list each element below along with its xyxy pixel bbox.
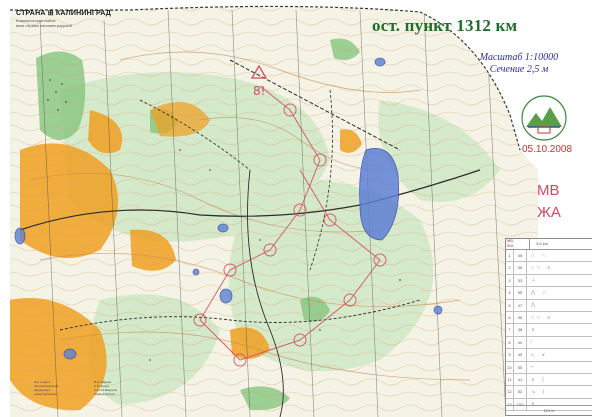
class-code-mv: МВ bbox=[537, 182, 560, 199]
control-code: 33 bbox=[514, 274, 527, 287]
control-number: 8 bbox=[506, 336, 514, 349]
control-symbols: ∨ bbox=[531, 327, 538, 334]
orienteering-club-emblem-icon bbox=[521, 95, 567, 141]
map-title: ост. пункт 1312 км bbox=[372, 16, 518, 35]
point-features bbox=[47, 79, 401, 361]
control-code: 100 bbox=[514, 398, 527, 411]
credits-left: Лес и карта Калининградской федерации ор… bbox=[34, 380, 59, 396]
control-symbols: ⋀ bbox=[531, 302, 539, 309]
event-date: 05.10.2008 bbox=[522, 144, 573, 155]
control-symbols: ○ ∩ bbox=[531, 252, 549, 259]
control-card-header: МВ ЖА 3,6 km bbox=[506, 238, 592, 250]
control-code: 50 bbox=[514, 361, 527, 373]
class-code-zha: ЖА bbox=[537, 204, 561, 221]
control-number: 7 bbox=[506, 324, 514, 336]
control-code: 35 bbox=[514, 311, 527, 324]
control-code: 35 bbox=[514, 262, 527, 274]
control-code: 52 bbox=[514, 386, 527, 398]
control-card-class: МВ ЖА bbox=[506, 238, 530, 249]
control-card-length: 3,6 km bbox=[536, 241, 549, 246]
newspaper-subtitle: Коммерческая газета всея страны калининг… bbox=[16, 18, 72, 28]
course-class-codes: МВ ЖА bbox=[537, 180, 561, 224]
control-code: 47 bbox=[514, 299, 527, 311]
control-symbols: ∘ ∨ bbox=[531, 351, 549, 358]
credits-right: В.Н. Иванов А.В. Зенин Сергей Фёдоров Ан… bbox=[94, 380, 118, 396]
control-symbols: ∨ bbox=[531, 401, 538, 408]
control-card-footer: 110 m bbox=[506, 405, 592, 415]
svg-text:8!: 8! bbox=[253, 84, 265, 98]
control-number: 12 bbox=[506, 386, 514, 398]
control-code: 49 bbox=[514, 349, 527, 361]
control-symbols: ∨ ⟨ bbox=[531, 376, 547, 383]
control-symbols: ↘ ⟨ bbox=[531, 388, 548, 395]
scale-text: Масштаб 1:10000 bbox=[479, 52, 559, 63]
course bbox=[193, 85, 387, 367]
control-symbols: ⊥ bbox=[531, 277, 539, 284]
control-number: 6 bbox=[506, 311, 514, 324]
newspaper-logo: СТРАНА ⊞ КАЛИНИНГРАД bbox=[16, 10, 111, 17]
control-code: 41 bbox=[514, 373, 527, 386]
control-number: 5 bbox=[506, 299, 514, 311]
contour-interval-text: Сечение 2,5 м bbox=[489, 64, 549, 75]
scale-block: Масштаб 1:10000 Сечение 2,5 м bbox=[464, 52, 574, 76]
control-number: 9 bbox=[506, 349, 514, 361]
control-number: 1 bbox=[506, 250, 514, 262]
control-number: 13 bbox=[506, 398, 514, 411]
control-symbols: ∕ bbox=[531, 339, 535, 346]
control-symbols: ○○ ≡ bbox=[531, 265, 554, 272]
control-number: 11 bbox=[506, 373, 514, 386]
control-code: 38 bbox=[514, 324, 527, 336]
water-features bbox=[14, 57, 443, 360]
tracks bbox=[19, 59, 481, 417]
map-credits: Лес и карта Калининградской федерации ор… bbox=[34, 380, 156, 412]
map-boundary bbox=[10, 5, 521, 151]
control-code: 40 bbox=[514, 336, 527, 349]
start-triangle: 8! bbox=[250, 64, 268, 98]
control-number: 2 bbox=[506, 262, 514, 274]
control-symbols: ○○ ≡ bbox=[531, 314, 554, 321]
control-code: 45 bbox=[514, 250, 527, 262]
control-number: 4 bbox=[506, 287, 514, 299]
contour-lines bbox=[29, 51, 471, 381]
control-symbols: ⋀ ∩ bbox=[531, 289, 550, 296]
control-symbols: ⌐ bbox=[531, 364, 537, 371]
control-number: 3 bbox=[506, 274, 514, 287]
control-number: 10 bbox=[506, 361, 514, 373]
control-code: 55 bbox=[514, 287, 527, 299]
